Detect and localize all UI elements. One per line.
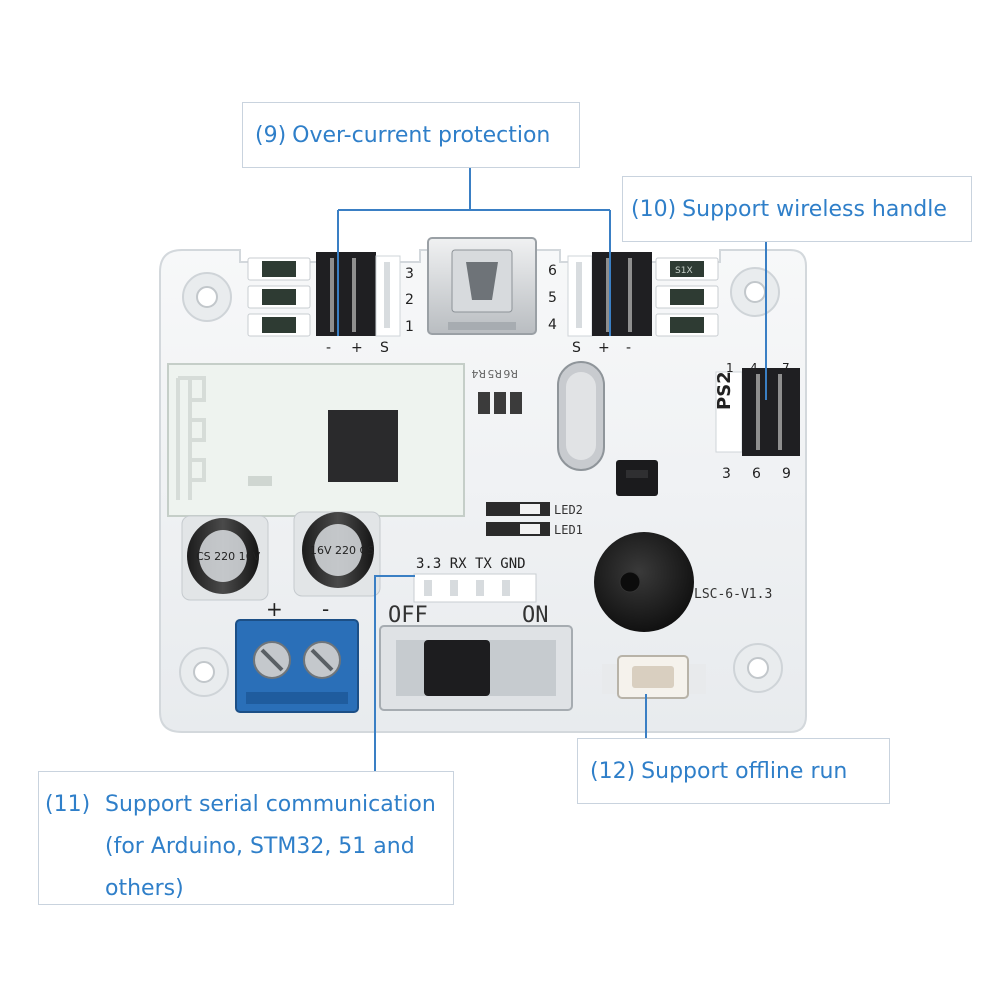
serial-header bbox=[413, 573, 537, 603]
terminal-minus-label: - bbox=[322, 597, 329, 621]
fuse-marking: S1X bbox=[675, 266, 693, 276]
left-channel-1: 1 bbox=[405, 319, 414, 335]
resistor-label-r6: R6 bbox=[503, 367, 518, 380]
power-terminal-block bbox=[235, 619, 359, 713]
usb-connector bbox=[427, 237, 537, 335]
power-switch bbox=[379, 625, 573, 711]
callout-10-text: Support wireless handle bbox=[682, 197, 947, 222]
leader-11 bbox=[374, 575, 415, 771]
callout-12-number: (12) bbox=[590, 759, 636, 784]
model-label: LSC-6-V1.3 bbox=[694, 587, 772, 602]
callout-10-number: (10) bbox=[631, 197, 677, 222]
jumper bbox=[616, 460, 658, 496]
capacitor-left: CS 220 16V bbox=[181, 515, 269, 601]
leader-lines bbox=[337, 168, 767, 771]
terminal-plus-label: + bbox=[266, 597, 283, 621]
right-channel-4: 4 bbox=[548, 317, 557, 333]
bluetooth-module bbox=[167, 363, 465, 517]
left-pin-minus: - bbox=[326, 340, 331, 356]
capacitor-right-text: 16V 220 CS bbox=[310, 544, 374, 557]
left-fuses bbox=[247, 257, 311, 337]
right-servo-header bbox=[567, 252, 652, 337]
left-pin-s: S bbox=[380, 340, 389, 356]
tactile-button bbox=[602, 655, 706, 699]
right-channel-6: 6 bbox=[548, 263, 557, 279]
ps2-label: PS2 bbox=[714, 371, 735, 410]
right-channel-5: 5 bbox=[548, 290, 557, 306]
resistors bbox=[478, 392, 522, 414]
ps2-bottom-6: 6 bbox=[752, 466, 761, 482]
capacitor-left-text: CS 220 16V bbox=[196, 550, 261, 563]
right-pin-plus: + bbox=[598, 340, 610, 356]
right-pin-s: S bbox=[572, 340, 581, 356]
mounting-hole-bottom-right bbox=[733, 643, 783, 693]
left-channel-2: 2 bbox=[405, 292, 414, 308]
ps2-top-7: 7 bbox=[782, 361, 790, 375]
ps2-header bbox=[715, 368, 800, 456]
switch-off-label: OFF bbox=[388, 603, 428, 628]
left-channel-3: 3 bbox=[405, 266, 414, 282]
resistor-label-r4: R4 bbox=[471, 367, 486, 380]
callout-12-text: Support offline run bbox=[641, 759, 848, 784]
mounting-hole-bottom-left bbox=[179, 647, 229, 697]
right-pin-minus: - bbox=[626, 340, 631, 356]
controller-board: S1X 3 2 1 6 5 4 bbox=[159, 237, 807, 733]
led2-label: LED2 bbox=[554, 503, 583, 517]
ps2-bottom-3: 3 bbox=[722, 466, 731, 482]
mounting-hole-top-right bbox=[730, 267, 780, 317]
mounting-hole-top-left bbox=[182, 272, 232, 322]
switch-on-label: ON bbox=[522, 603, 549, 628]
callout-11-text: Support serial communication (for Arduin… bbox=[105, 792, 436, 901]
left-servo-header bbox=[316, 252, 401, 337]
buzzer bbox=[594, 532, 694, 632]
left-pin-plus: + bbox=[351, 340, 363, 356]
callout-9-text: Over-current protection bbox=[292, 123, 551, 148]
led1-label: LED1 bbox=[554, 523, 583, 537]
ps2-top-1: 1 bbox=[726, 361, 734, 375]
callout-9-number: (9) bbox=[255, 123, 287, 148]
callout-11-number: (11) bbox=[45, 792, 91, 817]
crystal-oscillator bbox=[557, 361, 605, 471]
ps2-top-4: 4 bbox=[750, 361, 758, 375]
capacitor-right: 16V 220 CS bbox=[293, 511, 381, 597]
leds bbox=[486, 502, 550, 536]
resistor-label-r5: R5 bbox=[487, 367, 502, 380]
callout-wireless-handle: (10)Support wireless handle bbox=[622, 176, 972, 242]
right-fuses bbox=[655, 257, 719, 337]
callout-offline-run: (12)Support offline run bbox=[577, 738, 890, 804]
callout-serial-communication: (11) Support serial communication (for Ar… bbox=[38, 771, 454, 905]
serial-header-label: 3.3 RX TX GND bbox=[416, 556, 526, 572]
ps2-bottom-9: 9 bbox=[782, 466, 791, 482]
leader-9 bbox=[337, 168, 611, 336]
callout-over-current-protection: (9)Over-current protection bbox=[242, 102, 580, 168]
